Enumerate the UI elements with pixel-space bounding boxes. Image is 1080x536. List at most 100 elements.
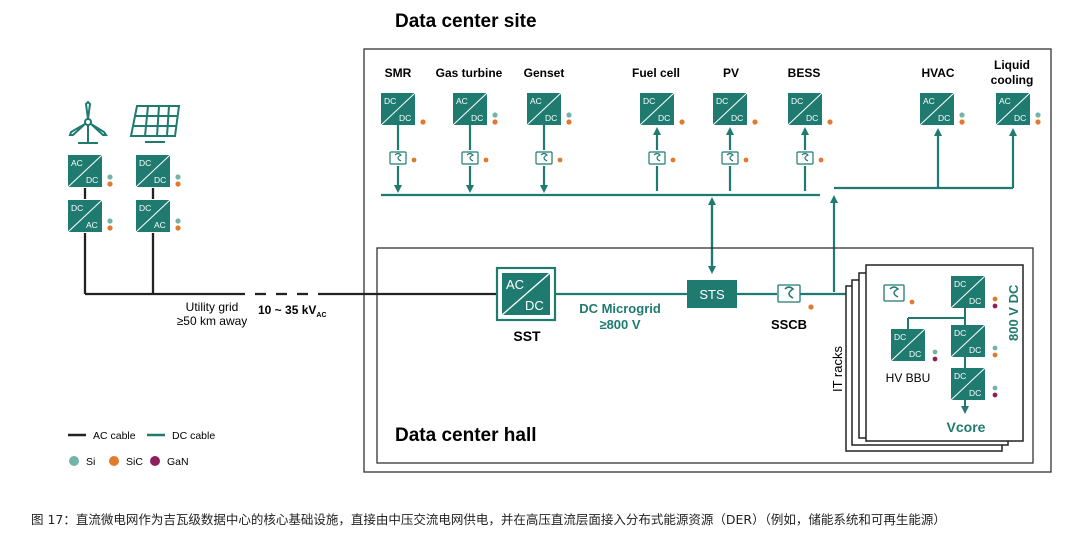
utility-grid-label: Utility grid — [186, 300, 239, 314]
it-racks-label: IT racks — [830, 346, 845, 392]
svg-text:DC: DC — [658, 113, 670, 123]
legend: AC cable DC cable Si SiC GaN — [68, 430, 215, 468]
switch-icon — [796, 151, 814, 165]
sic-dot — [992, 352, 998, 358]
svg-text:DC: DC — [643, 96, 655, 106]
svg-text:DC: DC — [1014, 113, 1026, 123]
microgrid-voltage: ≥800 V — [599, 317, 640, 332]
svg-text:AC: AC — [154, 220, 166, 230]
svg-text:AC: AC — [71, 158, 83, 168]
switch-icon — [721, 151, 739, 165]
utility-voltage-label: 10 ~ 35 kVAC — [258, 303, 327, 319]
sic-dot — [483, 157, 489, 163]
hall-title: Data center hall — [395, 425, 537, 446]
svg-text:DC: DC — [969, 296, 981, 306]
svg-text:DC: DC — [938, 113, 950, 123]
svg-text:DC: DC — [139, 158, 151, 168]
svg-text:AC: AC — [530, 96, 542, 106]
si-dot — [107, 174, 113, 180]
svg-text:DC: DC — [954, 279, 966, 289]
si-dot — [959, 112, 965, 118]
svg-text:DC: DC — [969, 388, 981, 398]
sic-dot — [992, 296, 998, 302]
svg-text:DC: DC — [525, 298, 544, 313]
sic-dot — [1035, 119, 1041, 125]
legend-ac-label: AC cable — [93, 430, 136, 442]
si-dot — [992, 345, 998, 351]
switch-icon — [535, 151, 553, 165]
label-liquid-1: Liquid — [994, 58, 1030, 72]
svg-text:DC: DC — [154, 175, 166, 185]
svg-text:DC: DC — [954, 371, 966, 381]
si-dot — [1035, 112, 1041, 118]
legend-gan-label: GaN — [167, 456, 189, 468]
legend-sic-label: SiC — [126, 456, 143, 468]
vcore-label: Vcore — [947, 419, 986, 435]
sscb-label: SSCB — [771, 317, 807, 332]
microgrid-label: DC Microgrid — [579, 301, 661, 316]
legend-si-label: Si — [86, 456, 95, 468]
label-liquid-2: cooling — [991, 73, 1034, 87]
site-title: Data center site — [395, 11, 537, 32]
label-genset: Genset — [524, 66, 565, 80]
gan-dot — [992, 392, 998, 398]
legend-si-dot — [69, 456, 79, 466]
si-dot — [175, 218, 181, 224]
sic-dot — [827, 119, 833, 125]
si-dot — [566, 112, 572, 118]
rack-switch-icon — [883, 284, 905, 302]
svg-text:DC: DC — [716, 96, 728, 106]
sic-dot — [566, 119, 572, 125]
site-boundary — [363, 48, 1052, 473]
svg-text:AC: AC — [999, 96, 1011, 106]
svg-text:DC: DC — [384, 96, 396, 106]
sic-dot — [557, 157, 563, 163]
svg-text:DC: DC — [954, 328, 966, 338]
sic-dot — [752, 119, 758, 125]
si-dot — [107, 218, 113, 224]
label-pv: PV — [723, 66, 739, 80]
svg-text:DC: DC — [791, 96, 803, 106]
dc-wiring-top — [381, 125, 1017, 292]
sst-converter: AC DC — [495, 266, 557, 322]
si-dot — [992, 385, 998, 391]
solar-panel-icon — [129, 105, 181, 143]
label-bess: BESS — [788, 66, 821, 80]
sic-dot — [818, 157, 824, 163]
switch-icon — [648, 151, 666, 165]
svg-text:AC: AC — [506, 277, 524, 292]
sic-dot — [959, 119, 965, 125]
legend-gan-dot — [150, 456, 160, 466]
svg-text:DC: DC — [139, 203, 151, 213]
sic-dot — [743, 157, 749, 163]
switch-icon — [389, 151, 407, 165]
gan-dot — [932, 356, 938, 362]
sic-dot — [175, 225, 181, 231]
sic-dot — [909, 299, 915, 305]
sts-switch: STS — [687, 280, 737, 308]
svg-text:DC: DC — [86, 175, 98, 185]
dc-800v-label: 800 V DC — [1006, 284, 1021, 341]
label-fuel-cell: Fuel cell — [632, 66, 680, 80]
svg-text:AC: AC — [456, 96, 468, 106]
svg-text:DC: DC — [806, 113, 818, 123]
sscb-breaker — [777, 284, 801, 303]
utility-distance-label: ≥50 km away — [177, 314, 248, 328]
label-smr: SMR — [385, 66, 412, 80]
sic-dot — [420, 119, 426, 125]
svg-text:DC: DC — [471, 113, 483, 123]
hall-boundary — [376, 247, 1034, 464]
